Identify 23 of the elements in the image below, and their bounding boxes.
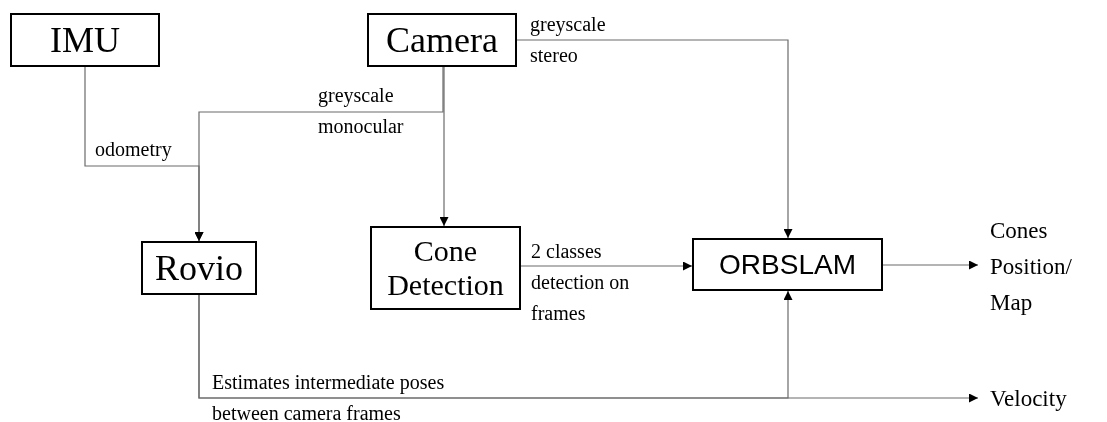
output-text: Cones Position/ Map [978, 210, 1103, 324]
edge-label: greyscale monocular [318, 83, 405, 139]
edge-label: 2 classes detection on frames [531, 239, 631, 326]
box-label: Rovio [155, 248, 243, 288]
arrow [194, 66, 444, 242]
box-label: ORBSLAM [719, 248, 856, 281]
arrow [439, 66, 449, 227]
arrow [516, 39, 793, 239]
edge-label: odometry [95, 137, 173, 163]
process-box [692, 238, 883, 291]
arrow [882, 260, 979, 270]
process-box [367, 13, 517, 67]
process-box [141, 241, 257, 295]
box-label: Cone Detection [386, 234, 505, 302]
arrow [198, 294, 979, 403]
output-text: Velocity [978, 382, 1103, 416]
box-label: IMU [50, 20, 120, 60]
edge-label: greyscale stereo [530, 12, 607, 68]
process-box [370, 226, 521, 310]
process-box [10, 13, 160, 67]
box-label: Camera [386, 20, 498, 60]
arrow [520, 261, 693, 271]
edge-label: Estimates intermediate poses between camera frames [212, 370, 446, 422]
